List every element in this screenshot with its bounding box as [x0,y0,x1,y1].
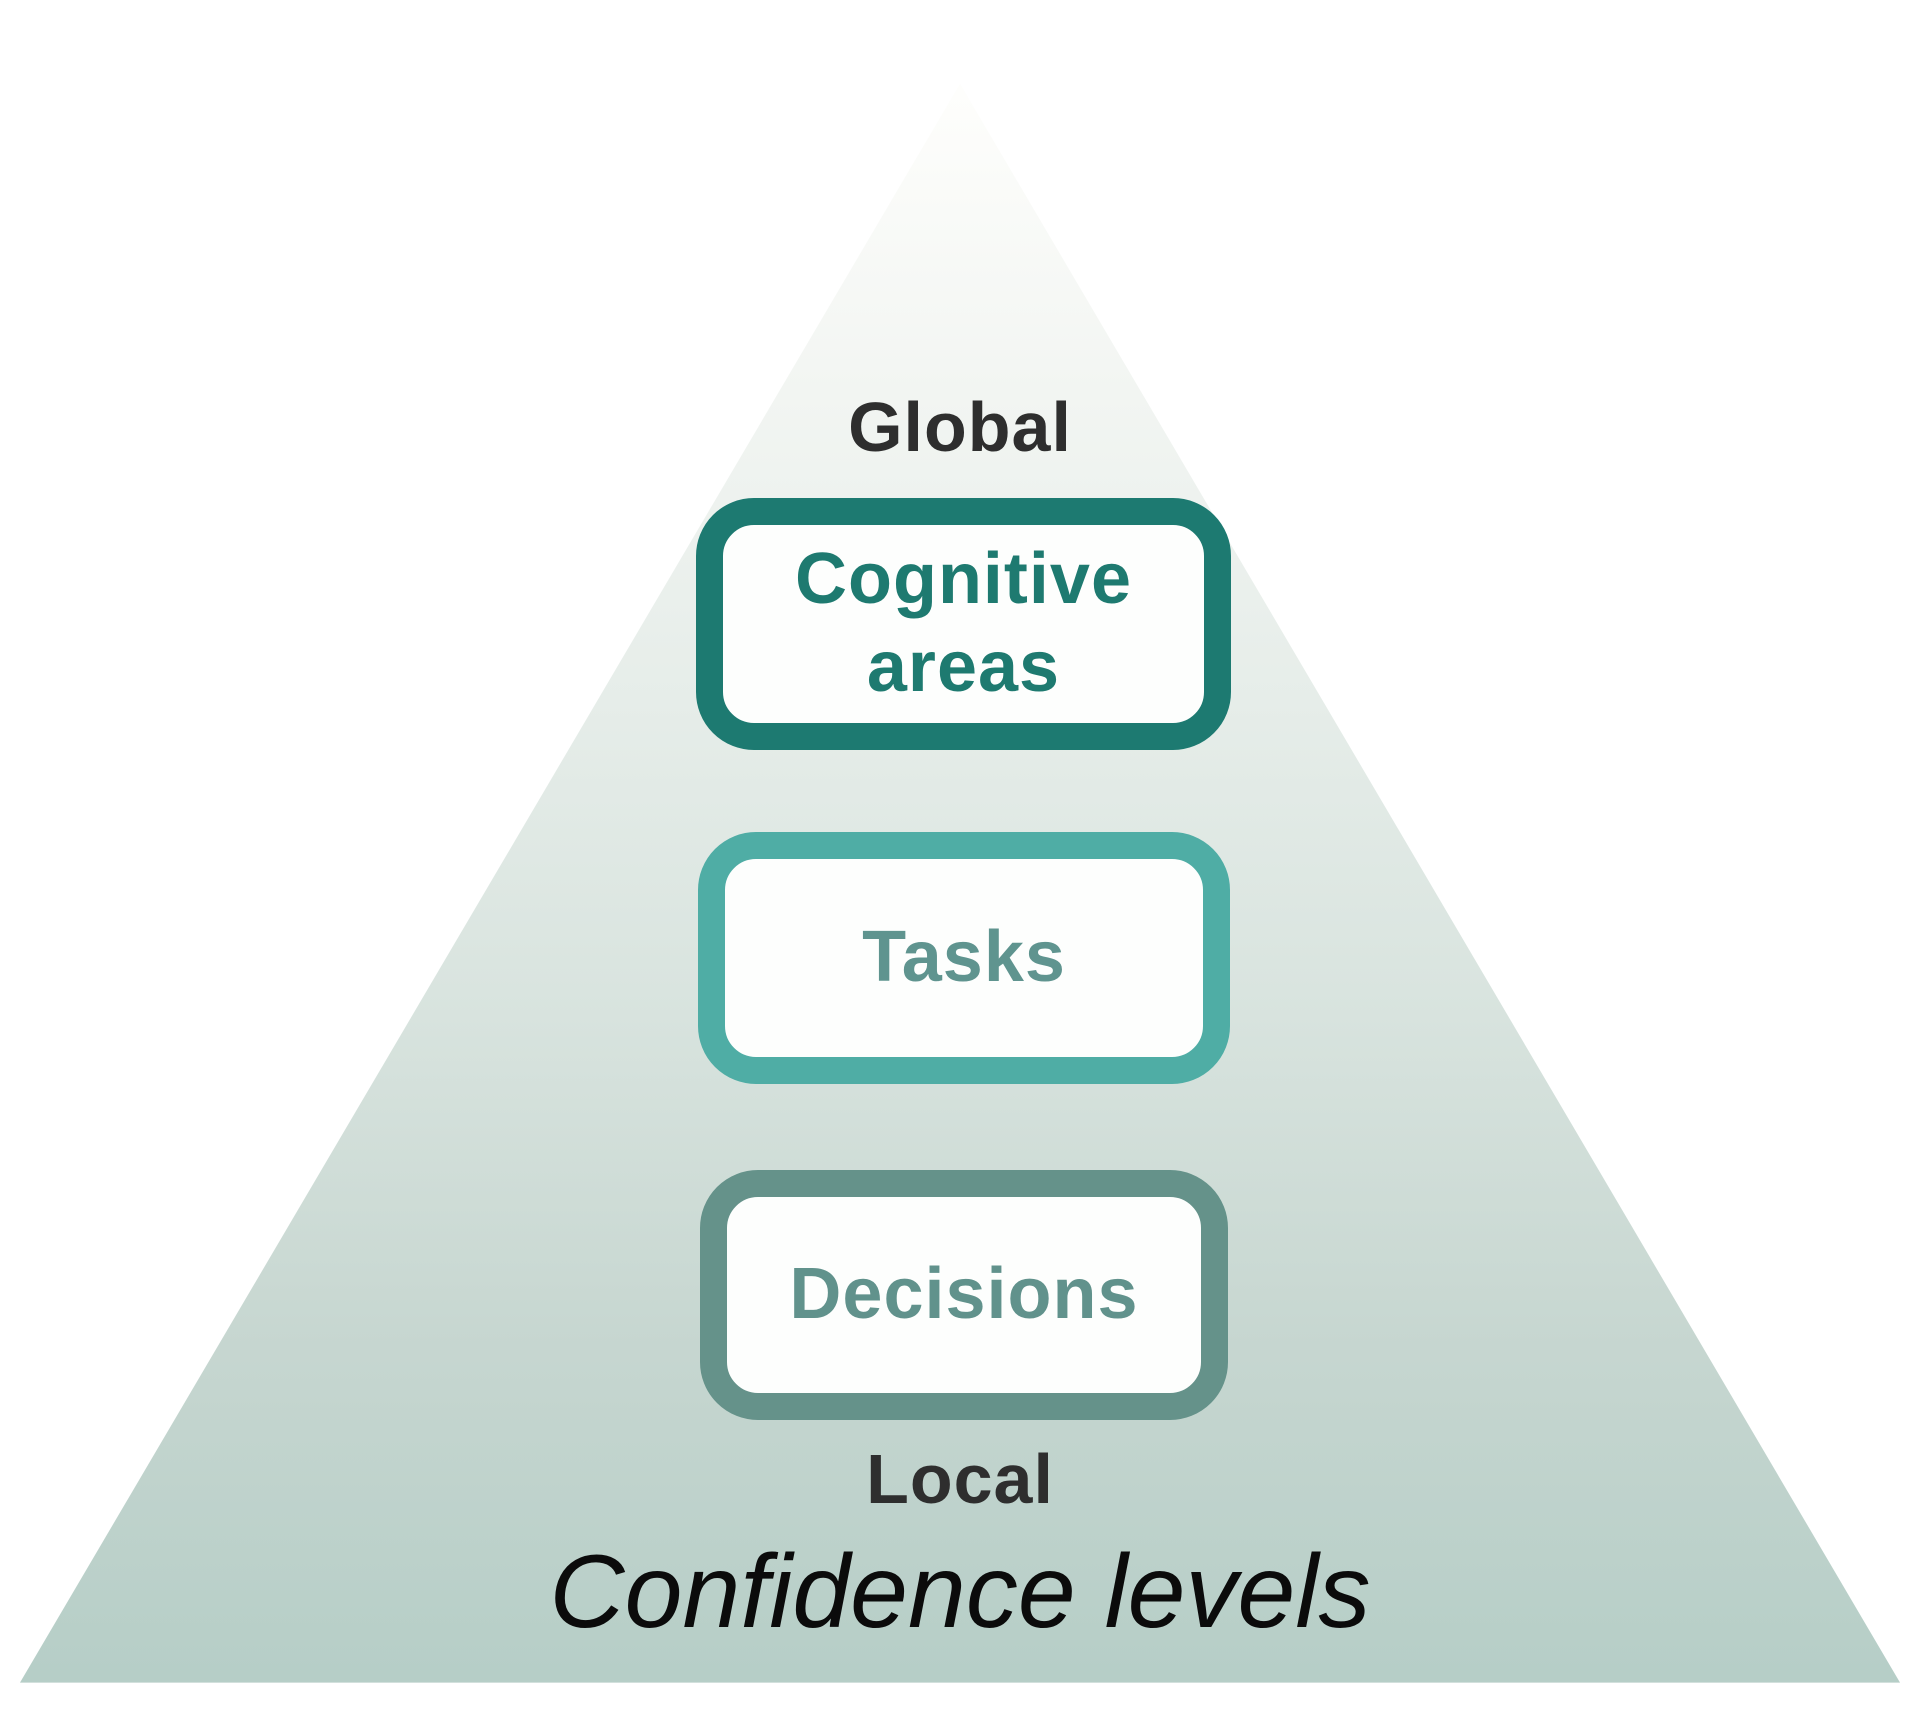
global-label: Global [848,388,1072,466]
decisions-box: Decisions [700,1170,1228,1420]
tasks-box: Tasks [698,832,1230,1084]
cognitive-areas-box: Cognitive areas [696,498,1231,750]
local-label: Local [866,1440,1054,1518]
cognitive-areas-label: Cognitive areas [794,539,1132,707]
tasks-label: Tasks [862,917,1066,998]
decisions-label: Decisions [789,1254,1139,1335]
caption-confidence-levels: Confidence levels [549,1534,1371,1650]
